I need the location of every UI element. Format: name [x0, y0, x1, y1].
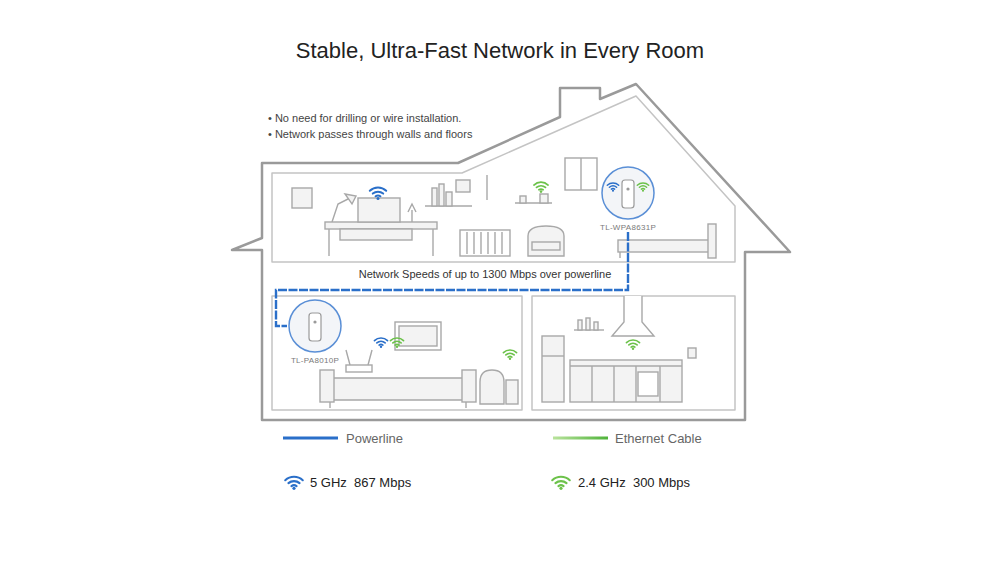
living-room-furniture: [320, 322, 518, 408]
kitchen-furniture-part: [570, 365, 682, 366]
living-wifi-icons-part: [503, 350, 516, 360]
upper-room-furniture-part: [432, 229, 433, 256]
adapter-led: [626, 187, 629, 190]
kitchen-furniture: [542, 296, 696, 402]
legend-sample: [283, 437, 338, 440]
upper-room-furniture-part: [580, 158, 581, 190]
living-room-furniture-part: [320, 370, 334, 402]
upper-room-furniture-part: [540, 194, 548, 203]
upper-wifi-icons-part: [534, 182, 548, 193]
living-room-furniture-part: [395, 322, 441, 350]
note-text: • Network passes through walls and floor…: [268, 128, 472, 140]
legend-text: 2.4 GHz 300 Mbps: [578, 475, 690, 490]
kitchen-furniture-part: [542, 355, 564, 356]
upper-room-furniture-part: [532, 242, 560, 250]
living-room-furniture-part: [329, 402, 330, 408]
legend-text: Powerline: [346, 431, 403, 446]
kitchen-furniture-part: [578, 320, 582, 330]
living-wifi-icons-part: [390, 338, 403, 348]
kitchen-furniture-part: [586, 318, 590, 330]
upper-room-furniture-part: [618, 240, 714, 252]
upper-room-furniture-part: [358, 198, 400, 222]
living-room-furniture-part: [326, 378, 470, 400]
living-wifi-icons-part: [374, 338, 387, 348]
upper-room-furniture-part: [325, 222, 437, 229]
house-outline-part: [272, 296, 522, 410]
living-room-furniture-part: [480, 370, 504, 404]
model-label: TL-PA8010P: [287, 356, 343, 365]
kitchen-furniture-part: [570, 360, 682, 402]
upper-room-furniture-part: [456, 180, 470, 192]
kitchen-wifi-icon-part: [626, 340, 639, 350]
legend-sample: [553, 437, 608, 440]
upper-room-furniture-part: [345, 194, 356, 204]
upper-room-furniture-part: [528, 226, 564, 256]
adapter-outline: [602, 167, 654, 219]
house-outline-part: [232, 84, 790, 420]
kitchen-furniture-part: [688, 348, 696, 358]
model-label: TL-WPA8631P: [600, 223, 656, 232]
powerline-adapter: TL-PA8010P: [287, 298, 343, 365]
adapter-body: [309, 313, 321, 341]
kitchen-furniture-part: [592, 366, 660, 402]
living-room-furniture-part: [346, 365, 372, 372]
upper-room-furniture-part: [486, 175, 487, 200]
house-outline: [232, 84, 790, 420]
upper-room-furniture-part: [708, 224, 716, 258]
living-room-furniture-part: [368, 350, 372, 365]
upper-wifi-icons: [370, 182, 548, 200]
legend-text: 5 GHz 867 Mbps: [310, 475, 411, 490]
living-room-furniture-part: [465, 402, 466, 408]
upper-room-furniture-part: [332, 198, 350, 222]
kitchen-furniture-part: [638, 372, 658, 396]
upper-room-furniture-part: [619, 252, 620, 258]
upper-wifi-icons-part: [370, 188, 386, 200]
wifi-icon: [637, 183, 648, 192]
living-room-furniture-part: [399, 326, 437, 346]
upper-room-furniture: [292, 158, 716, 258]
adapter-circle: [600, 165, 656, 221]
adapter-body: [622, 180, 634, 208]
upper-room-furniture-part: [446, 192, 452, 206]
legend-text: Ethernet Cable: [615, 431, 702, 446]
living-room-furniture-part: [346, 350, 350, 365]
kitchen-furniture-part: [612, 296, 654, 336]
upper-room-furniture-part: [565, 158, 597, 190]
upper-room-furniture-part: [439, 184, 444, 206]
note-text: • No need for drilling or wire installat…: [268, 112, 461, 124]
kitchen-wifi-icon: [626, 340, 639, 350]
kitchen-furniture-part: [594, 322, 598, 330]
upper-room-furniture-part: [520, 196, 526, 203]
living-wifi-icons: [374, 338, 516, 360]
adapter-outline: [289, 300, 341, 352]
living-room-furniture-part: [506, 380, 518, 404]
legend-sample: [285, 477, 302, 490]
title: Stable, Ultra-Fast Network in Every Room: [296, 38, 704, 64]
kitchen-furniture-part: [542, 336, 564, 402]
upper-room-furniture-part: [328, 229, 329, 256]
upper-room-furniture-part: [340, 229, 412, 240]
living-room-furniture-part: [462, 370, 476, 402]
upper-room-furniture-part: [292, 188, 312, 208]
edge-label: Network Speeds of up to 1300 Mbps over p…: [356, 268, 615, 280]
adapter-led: [313, 320, 316, 323]
upper-room-furniture-part: [460, 230, 510, 256]
wifi-icon: [607, 183, 618, 192]
adapter-circle: [287, 298, 343, 354]
house-outline-part: [532, 296, 735, 410]
upper-room-furniture-part: [408, 204, 416, 222]
powerline-adapter: TL-WPA8631P: [600, 165, 656, 232]
upper-room-furniture-part: [467, 232, 502, 254]
legend-sample: [552, 477, 569, 490]
upper-room-furniture-part: [432, 188, 437, 206]
